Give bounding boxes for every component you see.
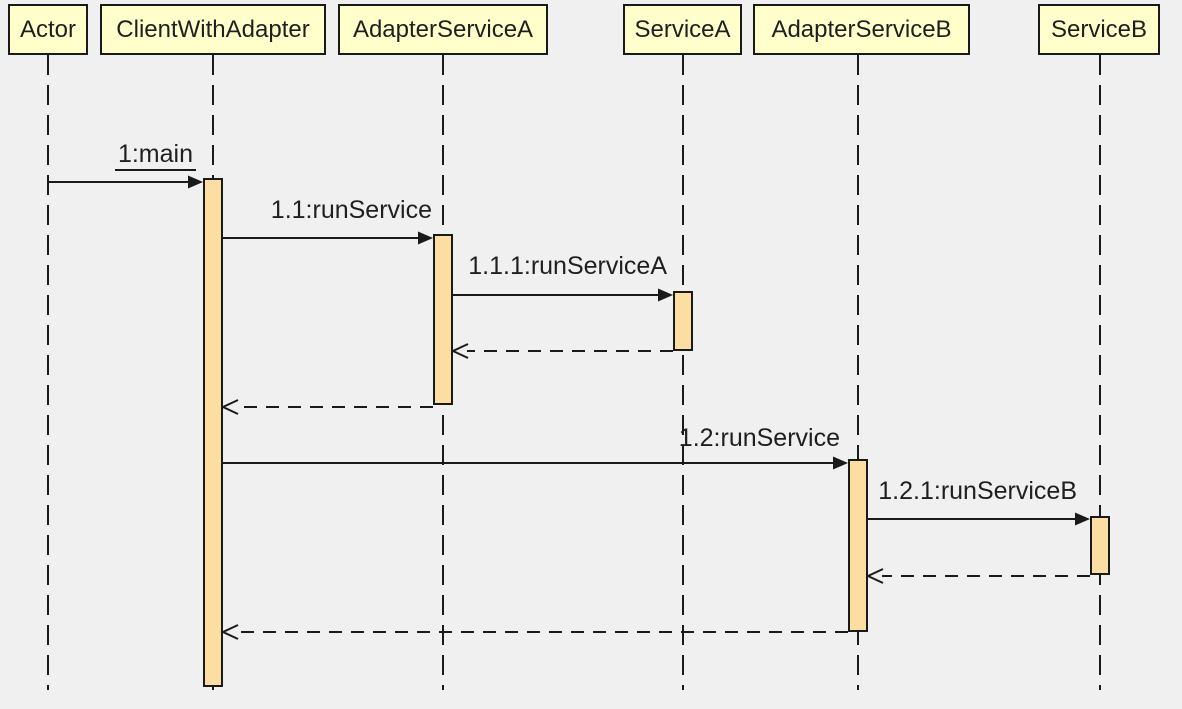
participant-box-adapter-service-b: AdapterServiceB <box>753 4 970 55</box>
participant-label: AdapterServiceA <box>352 15 534 43</box>
activation-bar-adapter-service-b <box>848 459 868 632</box>
participant-box-client-with-adapter: ClientWithAdapter <box>100 4 326 55</box>
message-label: 1.1:runService <box>270 196 432 224</box>
message-label: 1.1.1:runServiceA <box>468 252 667 280</box>
participant-label: AdapterServiceB <box>771 15 952 43</box>
participant-label: ClientWithAdapter <box>116 15 310 43</box>
message-label: 1.2.1:runServiceB <box>878 477 1077 505</box>
activation-bar-adapter-service-a <box>433 234 453 405</box>
activation-bar-client-with-adapter <box>203 178 223 687</box>
participant-box-adapter-service-a: AdapterServiceA <box>338 4 548 55</box>
activation-bar-service-b <box>1090 516 1110 575</box>
participant-box-actor: Actor <box>8 4 88 55</box>
participant-box-service-b: ServiceB <box>1038 4 1160 55</box>
participant-box-service-a: ServiceA <box>623 4 742 55</box>
activation-bar-service-a <box>673 291 693 351</box>
message-label: 1.2:runService <box>678 424 840 452</box>
participant-label: ServiceA <box>634 15 731 43</box>
message-label: 1:main <box>114 141 196 172</box>
participant-label: Actor <box>19 15 76 43</box>
participant-label: ServiceB <box>1050 15 1148 43</box>
